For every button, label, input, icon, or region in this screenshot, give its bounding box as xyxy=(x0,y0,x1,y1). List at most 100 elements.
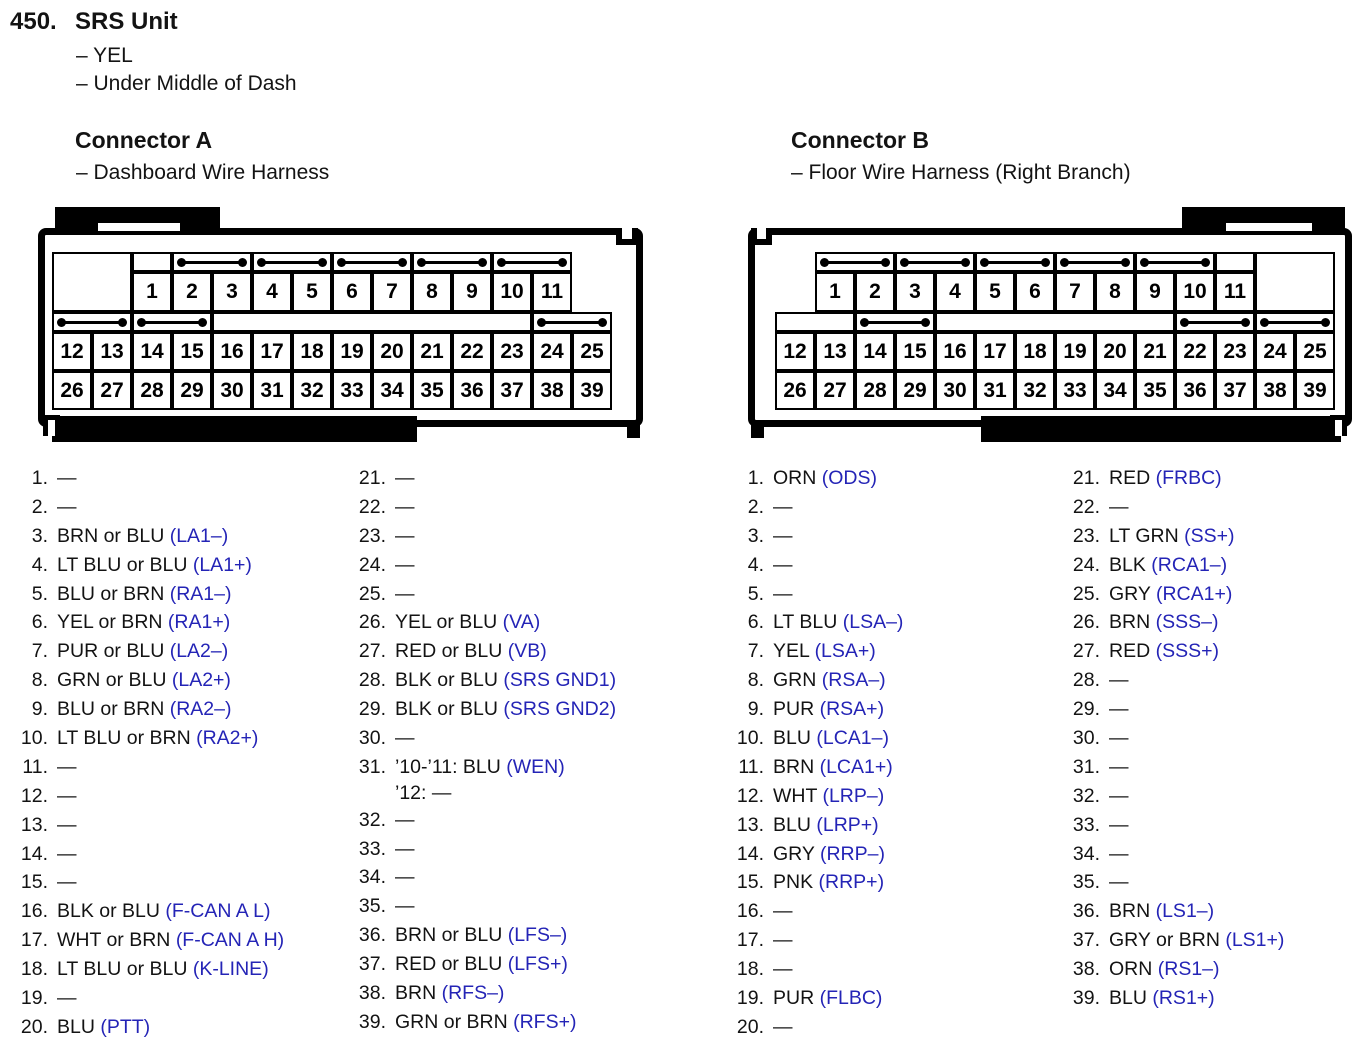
pin-list-item: 8.GRN or BLU (LA2+) xyxy=(14,666,284,695)
pin-cell-b-10: 10 xyxy=(1175,272,1215,312)
pin-cell-b-28: 28 xyxy=(855,371,895,410)
signal-name: (SS+) xyxy=(1184,524,1235,547)
wire-color: BLK xyxy=(1109,553,1152,576)
signal-name: (SRS GND1) xyxy=(503,669,617,692)
bridge-link-icon xyxy=(412,252,492,272)
connector-a-title: Connector A xyxy=(75,127,213,153)
pin-number: 4. xyxy=(31,553,48,576)
connector-base-bar xyxy=(981,416,1341,442)
pin-list-item: 7.YEL (LSA+) xyxy=(730,637,903,666)
pin-number: 33. xyxy=(358,837,386,860)
bridge-dot xyxy=(537,317,546,327)
signal-name: (ODS) xyxy=(821,467,877,489)
pin-number: 24. xyxy=(1072,553,1100,576)
pin-list-item: 33.— xyxy=(1066,811,1284,840)
pin-cell-a-32: 32 xyxy=(292,371,332,410)
signal-name: (F-CAN A H) xyxy=(175,929,285,952)
wire-color: — xyxy=(395,866,415,889)
pin-number: 36. xyxy=(1072,900,1100,923)
pin-list-item: 18.LT BLU or BLU (K-LINE) xyxy=(14,955,284,984)
bridge-dot xyxy=(820,257,829,267)
wire-color: BLU or BRN xyxy=(57,698,170,721)
bridge-line xyxy=(504,260,560,264)
mounting-tab xyxy=(55,207,220,235)
bridge-dot xyxy=(417,257,426,267)
connector-b-pin-list-21-39: 21.RED (FRBC)22.—23.LT GRN (SS+)24.BLK (… xyxy=(1066,464,1285,1013)
pin-number: 31. xyxy=(1072,755,1100,778)
pin-cell-b-31: 31 xyxy=(975,371,1015,410)
bridge-dot xyxy=(558,257,567,267)
pin-list-item: 21.— xyxy=(352,464,616,493)
bridge-dot xyxy=(318,257,327,267)
pin-cell-a-16: 16 xyxy=(212,332,252,371)
pin-cell-b-7: 7 xyxy=(1055,272,1095,312)
pin-cell-b-32: 32 xyxy=(1015,371,1055,410)
bridge-dot xyxy=(1060,257,1069,267)
pin-list-item-line2: ’12: — xyxy=(352,782,616,806)
tab-slot xyxy=(98,223,180,231)
signal-name: (SSS+) xyxy=(1155,640,1219,663)
pin-cell-a-7: 7 xyxy=(372,272,412,312)
signal-name: (LSA+) xyxy=(814,640,876,663)
bridge-line xyxy=(1267,320,1323,324)
bridge-link-icon xyxy=(975,252,1055,272)
bridge-line xyxy=(907,260,963,264)
pin-number: 7. xyxy=(31,640,48,663)
signal-name: (RRP–) xyxy=(819,842,885,865)
pin-number: 10. xyxy=(20,727,48,750)
pin-number: 28. xyxy=(1072,669,1100,692)
pin-list-item: 2.— xyxy=(14,493,284,522)
pin-cell-b-5: 5 xyxy=(975,272,1015,312)
pin-list-item: 6.YEL or BRN (RA1+) xyxy=(14,608,284,637)
pin-list-item: 5.BLU or BRN (RA1–) xyxy=(14,580,284,609)
wire-color: — xyxy=(57,813,77,836)
pin-list-item: 15.PNK (RRP+) xyxy=(730,868,903,897)
pin-cell-b-25: 25 xyxy=(1295,332,1335,371)
signal-name: (RS1–) xyxy=(1157,958,1220,981)
signal-name: (RA2–) xyxy=(169,698,232,721)
signal-name: (VB) xyxy=(507,640,547,663)
pin-cell-a-2: 2 xyxy=(172,272,212,312)
pin-cell-b-13: 13 xyxy=(815,332,855,371)
pin-list-item: 1.ORN (ODS) xyxy=(730,464,903,493)
pin-cell-a-36: 36 xyxy=(452,371,492,410)
pin-list-item: 19.— xyxy=(14,984,284,1013)
pin-list-item: 33.— xyxy=(352,835,616,864)
wire-color: YEL xyxy=(773,640,815,663)
pin-cell-a-22: 22 xyxy=(452,332,492,371)
pin-cell-b-22: 22 xyxy=(1175,332,1215,371)
pin-number: 35. xyxy=(1072,871,1100,894)
bridge-line xyxy=(1187,320,1243,324)
signal-name: (LFS–) xyxy=(507,924,568,947)
wire-color: — xyxy=(57,784,77,807)
pin-list-item: 16.— xyxy=(730,897,903,926)
pin-cell-b-26: 26 xyxy=(775,371,815,410)
pin-cell-a-28: 28 xyxy=(132,371,172,410)
bridge-link-icon xyxy=(532,312,612,332)
pin-cell-a-20: 20 xyxy=(372,332,412,371)
bridge-link-icon xyxy=(252,252,332,272)
pin-number: 37. xyxy=(358,953,386,976)
wire-color: PUR xyxy=(773,698,820,721)
pin-number: 16. xyxy=(736,900,764,923)
pin-list-item: 39.BLU (RS1+) xyxy=(1066,984,1284,1013)
bridge-line xyxy=(64,320,120,324)
pin-cell-b-34: 34 xyxy=(1095,371,1135,410)
wire-color: PUR or BLU xyxy=(57,640,170,663)
pin-list-item: 21.RED (FRBC) xyxy=(1066,464,1284,493)
pin-number: 17. xyxy=(20,929,48,952)
connector-a-pin-list-21-39: 21.—22.—23.—24.—25.—26.YEL or BLU (VA)27… xyxy=(352,464,616,1037)
bridge-link-icon xyxy=(132,312,212,332)
pin-list-item: 12.WHT (LRP–) xyxy=(730,782,903,811)
pin-list-item: 29.— xyxy=(1066,695,1284,724)
corner-foot xyxy=(751,424,764,438)
pin-number: 22. xyxy=(358,495,386,518)
pin-cell-a-27: 27 xyxy=(92,371,132,410)
bridge-line xyxy=(987,260,1043,264)
wire-color: BRN xyxy=(1109,900,1156,923)
pin-number: 35. xyxy=(358,895,386,918)
pin-number: 18. xyxy=(736,958,764,981)
pin-number: 27. xyxy=(358,640,386,663)
